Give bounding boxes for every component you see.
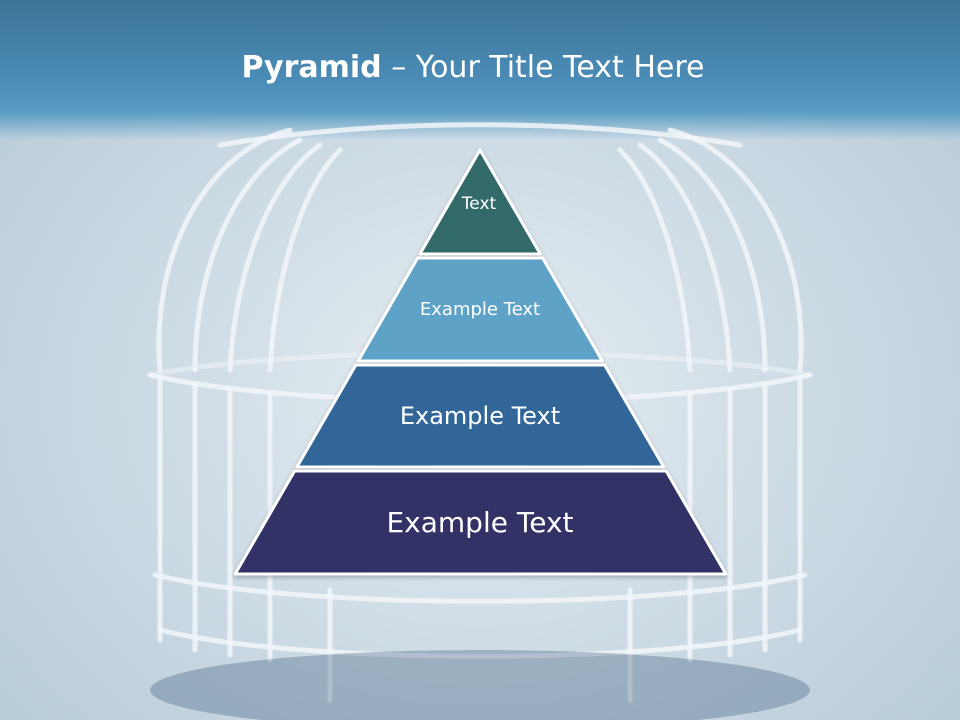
header-band — [0, 0, 960, 140]
title-rest: – Your Title Text Here — [381, 50, 705, 85]
title-bold: Pyramid — [241, 50, 382, 85]
pyramid-level-1 — [418, 148, 542, 256]
slide-title: Pyramid – Your Title Text Here — [0, 50, 946, 85]
pyramid-level-1-label: Text — [461, 194, 497, 214]
pyramid-level-4 — [233, 469, 728, 576]
pyramid-level-2 — [356, 256, 604, 363]
pyramid-level-3 — [295, 363, 666, 469]
pyramid-level-2-label: Example Text — [420, 299, 540, 320]
pyramid-level-3-label: Example Text — [400, 402, 560, 430]
pyramid-level-4-label: Example Text — [386, 506, 573, 539]
